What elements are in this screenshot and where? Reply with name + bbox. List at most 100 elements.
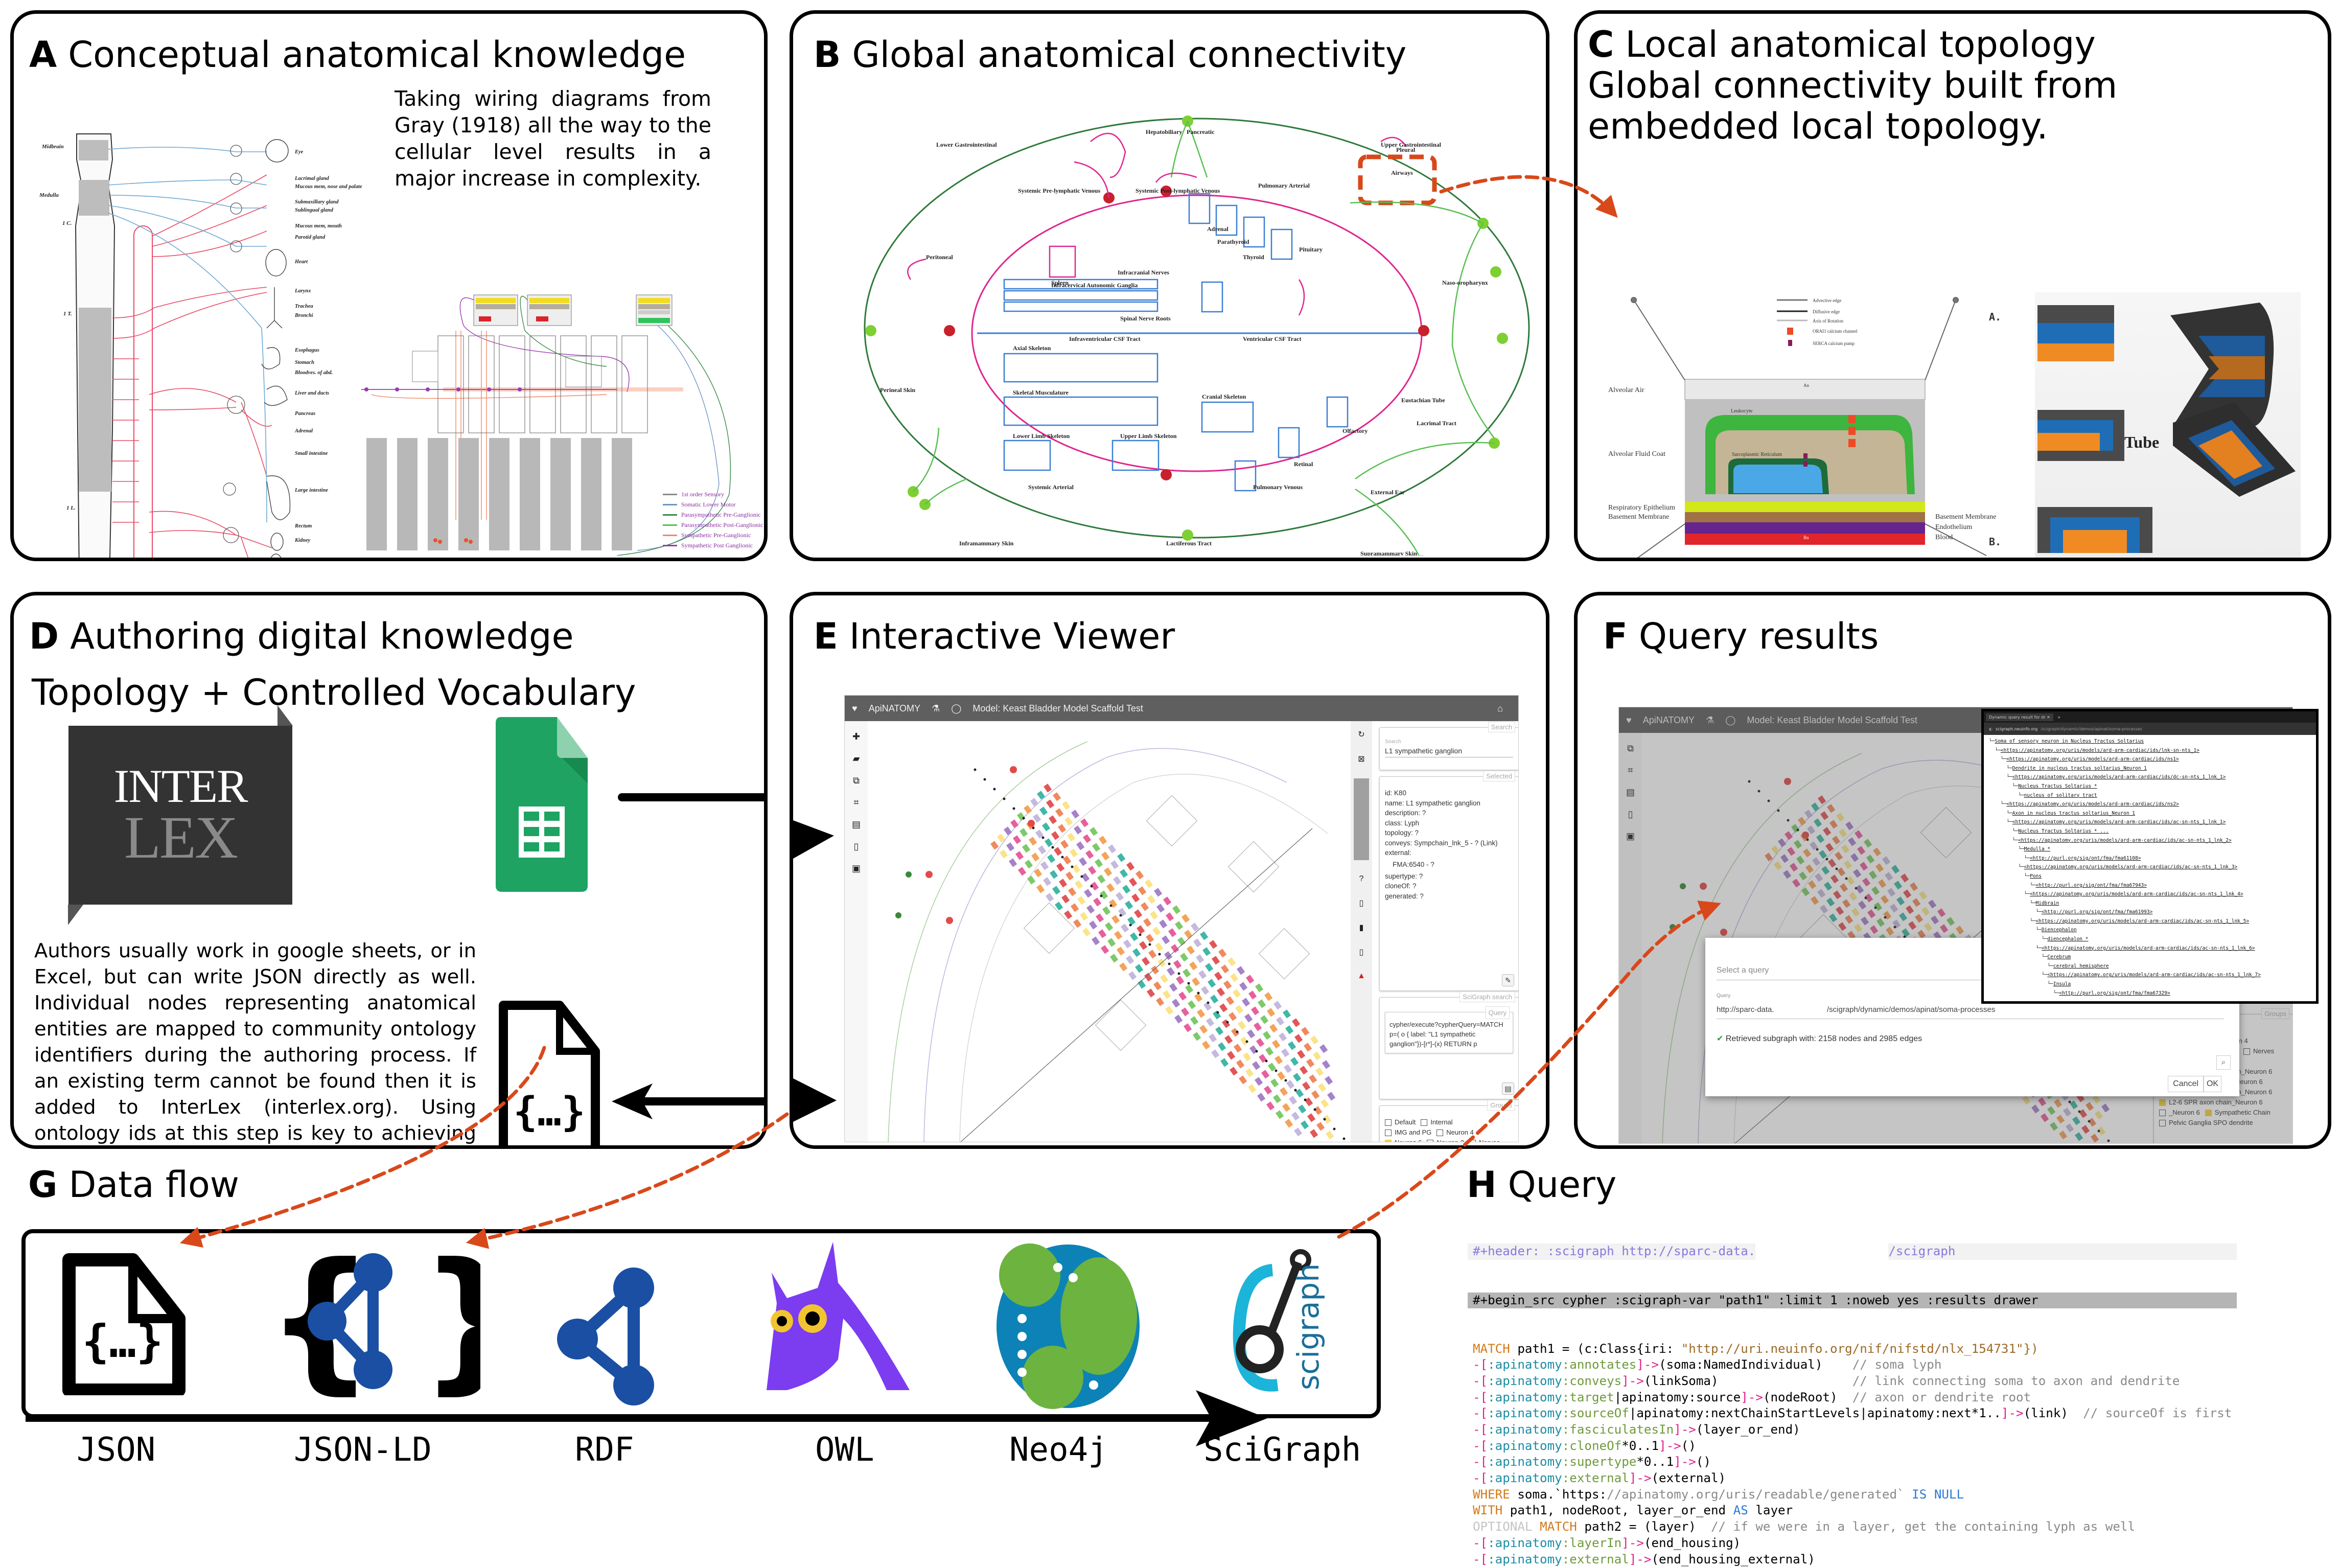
graph-canvas[interactable] <box>868 721 1351 1142</box>
tree-node[interactable]: └─<https://apinatomy.org/uris/models/ard… <box>1989 918 2250 924</box>
tree-node-label[interactable]: Insula <box>2053 981 2071 987</box>
group-checkbox[interactable]: Nerves <box>2243 1046 2274 1056</box>
tree-node-label[interactable]: Medulla * <box>2024 846 2051 852</box>
tree-node-label[interactable]: <https://apinatomy.org/uris/models/ard-a… <box>2006 756 2179 763</box>
tree-node-label[interactable]: Cerebrum <box>2047 954 2071 960</box>
group-checkbox[interactable]: Neuron 2 <box>1427 1138 1464 1142</box>
tree-node-label[interactable]: <https://apinatomy.org/uris/models/ard-a… <box>2035 918 2250 924</box>
tree-node-label[interactable]: Nucleus Tractus Soltarius * <box>2018 783 2097 789</box>
group-checkbox[interactable]: Nerves <box>1469 1138 1500 1142</box>
query-textarea[interactable]: Query cypher/execute?cypherQuery=MATCH p… <box>1385 1006 1513 1053</box>
run-query-button[interactable]: ▤ <box>1502 1082 1514 1095</box>
tree-node[interactable]: └─Axon in nucleus tractus soltarius_Neur… <box>1989 810 2135 816</box>
tree-node-label[interactable]: diencephalon * <box>2047 936 2089 942</box>
tree-node-label[interactable]: Nucleus Tractus Soltarius * ... <box>2018 828 2109 834</box>
group-checkbox[interactable]: Neuron 6 <box>1385 1138 1422 1142</box>
warning-icon[interactable]: ▲ <box>1357 972 1365 980</box>
search-input[interactable]: L1 sympathetic ganglion <box>1385 745 1513 757</box>
app-brand[interactable]: ApiNATOMY <box>1642 714 1695 725</box>
group-checkbox[interactable]: Sympathetic Chain <box>2205 1108 2271 1118</box>
tree-node[interactable]: └─nucleus of solitary tract <box>1989 792 2097 798</box>
flask-icon[interactable]: ⚗ <box>1706 714 1715 725</box>
tree-node[interactable]: └─diencephalon * <box>1989 936 2089 942</box>
tree-node[interactable]: └─Insula <box>1989 981 2071 987</box>
tree-node-label[interactable]: Axon in nucleus tractus soltarius_Neuron… <box>2012 810 2135 816</box>
tree-node[interactable]: └─<https://apinatomy.org/uris/models/ard… <box>1989 747 2199 753</box>
ok-button[interactable]: OK <box>2204 1076 2221 1092</box>
file-solid-icon[interactable]: ▮ <box>1359 924 1364 932</box>
tree-node[interactable]: └─Nucleus Tractus Soltarius * ... <box>1989 828 2109 834</box>
group-checkbox[interactable]: _Neuron 6 <box>2159 1108 2200 1118</box>
checkbox-icon[interactable] <box>2243 1048 2250 1055</box>
tree-node-label[interactable]: Pons <box>2030 873 2042 879</box>
browser-urlbar[interactable]: ◐ scigraph.neuinfo.org/scigraph/dynamic/… <box>1984 723 2316 735</box>
database-icon[interactable]: ▤ <box>851 819 861 829</box>
doc-icon[interactable]: ▯ <box>1359 948 1364 957</box>
group-checkbox[interactable]: Default <box>1385 1117 1416 1127</box>
tree-node-label[interactable]: <https://apinatomy.org/uris/models/ard-a… <box>2012 774 2226 780</box>
help-icon[interactable]: ? <box>1359 874 1364 883</box>
tree-node-label[interactable]: <https://apinatomy.org/uris/models/ard-a… <box>2012 819 2226 825</box>
tree-node-label[interactable]: <http://purl.org/sig/ont/fma/fma67943> <box>2035 882 2147 888</box>
tree-node-label[interactable]: <https://apinatomy.org/uris/models/ard-a… <box>2006 801 2179 808</box>
tree-node[interactable]: └─Cerebrum <box>1989 954 2071 960</box>
search-button[interactable]: ⌕ <box>2216 1055 2231 1070</box>
tree-node[interactable]: └─Midbrain <box>1989 900 2059 906</box>
tree-node[interactable]: └─<https://apinatomy.org/uris/models/ard… <box>1989 819 2226 825</box>
folder-icon[interactable]: ▰ <box>852 753 860 764</box>
tree-node-label[interactable]: <https://apinatomy.org/uris/models/ard-a… <box>2000 747 2199 753</box>
database-icon[interactable]: ▤ <box>1626 787 1635 797</box>
checkbox-icon[interactable] <box>1421 1119 1428 1126</box>
checkbox-icon[interactable] <box>2205 1109 2212 1116</box>
export-icon[interactable]: ▯ <box>853 841 859 851</box>
join-icon[interactable]: ⌗ <box>853 797 859 808</box>
tree-node-label[interactable]: <https://apinatomy.org/uris/models/ard-a… <box>2041 945 2255 951</box>
browser-tab[interactable]: Dynamic query result for dr ✕ <box>1986 713 2053 721</box>
group-checkbox[interactable]: IMG and PG <box>1385 1127 1431 1138</box>
checkbox-icon[interactable] <box>1385 1129 1392 1136</box>
tree-node[interactable]: └─<https://apinatomy.org/uris/models/ard… <box>1989 945 2255 951</box>
checkbox-icon[interactable] <box>2159 1109 2166 1116</box>
tree-node[interactable]: └─<http://purl.org/sig/ont/fma/fma61108> <box>1989 855 2141 861</box>
tree-node[interactable]: └─<http://purl.org/sig/ont/fma/fma67943> <box>1989 882 2147 888</box>
new-tab-icon[interactable]: + <box>2057 714 2061 720</box>
tree-node[interactable]: └─<https://apinatomy.org/uris/models/ard… <box>1989 756 2179 763</box>
tree-node[interactable]: └─Soma of sensory neuron in Nucleus Trac… <box>1989 739 2144 744</box>
tree-node[interactable]: └─Dendrite in nucleus tractus soltarius_… <box>1989 765 2147 771</box>
close-square-icon[interactable]: ⊠ <box>1358 755 1365 764</box>
tree-node-label[interactable]: <http://purl.org/sig/ont/fma/fma61108> <box>2030 855 2141 861</box>
cancel-button[interactable]: Cancel <box>2168 1076 2204 1092</box>
tree-node-label[interactable]: Soma of sensory neuron in Nucleus Tractu… <box>1995 739 2144 744</box>
tree-node-label[interactable]: <https://apinatomy.org/uris/models/ard-a… <box>2030 891 2243 897</box>
add-icon[interactable]: ✚ <box>852 731 861 742</box>
checkbox-icon[interactable] <box>1427 1139 1434 1142</box>
tree-node-label[interactable]: <https://apinatomy.org/uris/models/ard-a… <box>2018 837 2232 843</box>
merge-icon[interactable]: ⧉ <box>1627 743 1634 753</box>
edit-button[interactable]: ✎ <box>1502 974 1514 986</box>
select-query-dropdown[interactable]: Select a query <box>1717 966 1769 975</box>
github-icon[interactable]: ◯ <box>951 703 962 713</box>
tree-node[interactable]: └─<https://apinatomy.org/uris/models/ard… <box>1989 801 2179 808</box>
tree-node[interactable]: └─<https://apinatomy.org/uris/models/ard… <box>1989 837 2232 843</box>
github-icon[interactable]: ◯ <box>1725 714 1736 725</box>
checkbox-icon[interactable] <box>2159 1099 2166 1106</box>
tree-node[interactable]: └─<http://purl.org/sig/ont/fma/fma67329> <box>1989 990 2170 996</box>
flask-icon[interactable]: ⚗ <box>932 703 940 713</box>
tree-node[interactable]: └─<https://apinatomy.org/uris/models/ard… <box>1989 972 2261 978</box>
zoom-slider[interactable] <box>1354 778 1369 860</box>
tree-node[interactable]: └─Pons <box>1989 873 2042 879</box>
query-url-suffix[interactable]: /scigraph/dynamic/demos/apinat/soma-proc… <box>1827 1005 1996 1014</box>
checkbox-icon[interactable] <box>2159 1119 2166 1126</box>
merge-icon[interactable]: ⧉ <box>853 775 860 786</box>
tree-node[interactable]: └─<https://apinatomy.org/uris/models/ard… <box>1989 891 2243 897</box>
join-icon[interactable]: ⌗ <box>1628 765 1633 775</box>
checkbox-icon[interactable] <box>1437 1129 1444 1136</box>
group-checkbox[interactable]: Neuron 4 <box>1437 1127 1474 1138</box>
group-checkbox[interactable]: Internal <box>1421 1117 1453 1127</box>
tree-node-label[interactable]: Dendrite in nucleus tractus soltarius_Ne… <box>2012 765 2147 771</box>
tree-node-label[interactable]: <https://apinatomy.org/uris/models/ard-a… <box>2047 972 2261 978</box>
group-checkbox[interactable]: L2-6 SPR axon chain_Neuron 6 <box>2159 1097 2263 1108</box>
file-icon[interactable]: ▯ <box>1359 899 1364 908</box>
tree-node-label[interactable]: Diencephalon <box>2041 927 2077 933</box>
tree-node[interactable]: └─<http://purl.org/sig/ont/fma/fma61993> <box>1989 909 2153 915</box>
